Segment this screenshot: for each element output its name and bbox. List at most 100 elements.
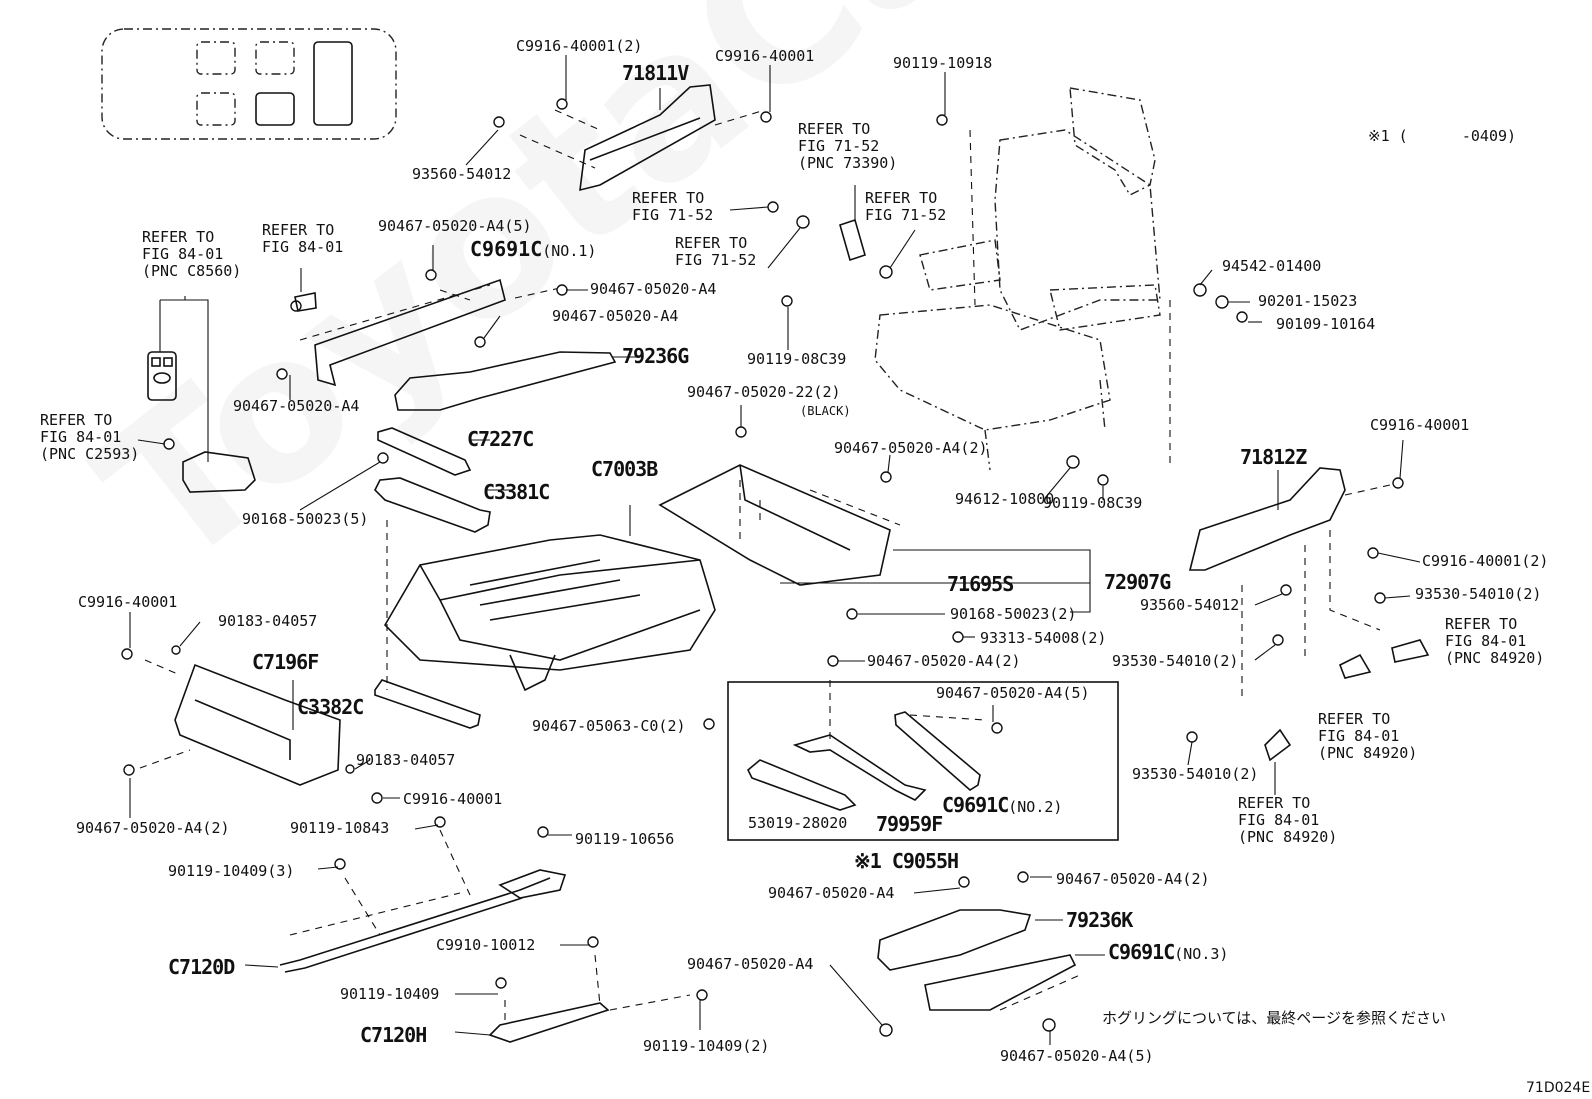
label-c9916-40001-left: C9916-40001 (78, 593, 178, 611)
label-c3381c: C3381C (483, 480, 550, 504)
label-refer-fig-71-52-a: REFER TO FIG 71-52 (632, 189, 714, 224)
label-90119-10843: 90119-10843 (290, 819, 390, 837)
label-90467-a4-bot1: 90467-05020-A4 (768, 884, 895, 902)
japanese-note: ホグリングについては、最終ページを参照ください (1102, 1009, 1446, 1027)
c9691c-no3-suffix: (NO.3) (1174, 945, 1229, 963)
c9691c-no2-suffix: (NO.2) (1008, 798, 1063, 816)
label-c7227c: C7227C (467, 427, 534, 451)
label-90119-10409-3: 90119-10409(3) (168, 862, 295, 880)
label-90183-04057-b: 90183-04057 (356, 751, 456, 769)
label-90467-a4-5-top: 90467-05020-A4(5) (378, 217, 532, 235)
c9055h-group-box (727, 681, 1119, 841)
label-79959f: 79959F (876, 812, 943, 836)
label-90119-10656: 90119-10656 (575, 830, 675, 848)
pad-c7227c (377, 427, 472, 476)
label-refer-fig-84-01-84920-b: REFER TO FIG 84-01 (PNC 84920) (1318, 710, 1418, 762)
label-90183-04057-a: 90183-04057 (218, 612, 318, 630)
label-c9691c-no1: C9691C(NO.1) (470, 239, 597, 260)
label-90467-05063-c0-2: 90467-05063-C0(2) (532, 717, 686, 735)
label-93560-54012-right: 93560-54012 (1140, 596, 1240, 614)
footnote-range: ※1 ( -0409) (1368, 127, 1517, 145)
label-90467-a4-2-bl: 90467-05020-A4(2) (76, 819, 230, 837)
cushion-pad-72907g (658, 464, 1091, 613)
cable-c7120d (279, 829, 567, 973)
side-cover-71812z (1188, 467, 1391, 700)
label-c9055h: ※1 C9055H (854, 849, 959, 873)
label-94612-10800: 94612-10800 (955, 490, 1055, 508)
label-93313-54008-2: 93313-54008(2) (980, 629, 1107, 647)
label-72907g: 72907G (1104, 570, 1171, 594)
label-refer-fig-71-52-pnc: REFER TO FIG 71-52 (PNC 73390) (798, 120, 898, 172)
label-90168-50023-5: 90168-50023(5) (242, 510, 369, 528)
label-90119-08c39-b: 90119-08C39 (1043, 494, 1143, 512)
label-90467-a4-2-box: 90467-05020-A4(2) (867, 652, 1021, 670)
label-79236k: 79236K (1066, 908, 1133, 932)
bracket-c9691c-no3 (924, 954, 1081, 1011)
label-c9916-40001-top: C9916-40001 (715, 47, 815, 65)
plate-c3382c (374, 520, 481, 729)
label-90201-15023: 90201-15023 (1258, 292, 1358, 310)
remote-fob (147, 296, 209, 462)
label-94542-01400: 94542-01400 (1222, 257, 1322, 275)
seat-frame-c7003b (383, 505, 716, 692)
label-c7120d: C7120D (168, 955, 235, 979)
label-90467-a4-5-bot: 90467-05020-A4(5) (1000, 1047, 1154, 1065)
label-90467-a4-5-box: 90467-05020-A4(5) (936, 684, 1090, 702)
front-cover-c7196f (139, 659, 341, 786)
label-refer-fig-84-01-c2593: REFER TO FIG 84-01 (PNC C2593) (40, 411, 140, 463)
label-refer-fig-71-52-c: REFER TO FIG 71-52 (865, 189, 947, 224)
label-c9916-40001-bottom: C9916-40001 (403, 790, 503, 808)
label-71812z: 71812Z (1240, 445, 1307, 469)
label-refer-fig-71-52-b: REFER TO FIG 71-52 (675, 234, 757, 269)
label-refer-fig-84-01-84920-a: REFER TO FIG 84-01 (PNC 84920) (1445, 615, 1545, 667)
label-90467-a4-2-bot: 90467-05020-A4(2) (1056, 870, 1210, 888)
label-90168-50023-2: 90168-50023(2) (950, 605, 1077, 623)
label-79236g: 79236G (622, 344, 689, 368)
label-90119-10409: 90119-10409 (340, 985, 440, 1003)
bracket-c9691c-no1 (299, 278, 561, 387)
label-93530-54010-2-a: 93530-54010(2) (1415, 585, 1542, 603)
label-90119-08c39-a: 90119-08C39 (747, 350, 847, 368)
fasteners (121, 98, 1430, 1037)
cable-c7120h (488, 954, 691, 1043)
label-93530-54010-2-c: 93530-54010(2) (1132, 765, 1259, 783)
seat-outline (874, 87, 1171, 471)
label-90119-10409-2: 90119-10409(2) (643, 1037, 770, 1055)
label-c7120h: C7120H (360, 1023, 427, 1047)
label-71695s: 71695S (947, 572, 1014, 596)
label-90467-a4-l: 90467-05020-A4 (233, 397, 360, 415)
label-90109-10164: 90109-10164 (1276, 315, 1376, 333)
bracket-c3381c (374, 477, 491, 533)
label-71811v: 71811V (622, 61, 689, 85)
label-c9916-40001-2-top: C9916-40001(2) (516, 37, 643, 55)
figure-code: 71D024E (1526, 1080, 1591, 1096)
label-90467-a4-r1: 90467-05020-A4 (590, 280, 717, 298)
label-c3382c: C3382C (297, 695, 364, 719)
control-module (182, 451, 256, 493)
c9691c-no3-code: C9691C (1108, 940, 1175, 964)
trim-79236g (394, 351, 617, 411)
label-refer-fig-84-01-c8560: REFER TO FIG 84-01 (PNC C8560) (142, 228, 242, 280)
label-90467-a4-r2: 90467-05020-A4 (552, 307, 679, 325)
window-switch-panel (101, 28, 397, 140)
label-c9916-40001-2-right: C9916-40001(2) (1422, 552, 1549, 570)
label-93560-54012-top: 93560-54012 (412, 165, 512, 183)
label-c7196f: C7196F (252, 650, 319, 674)
c9691c-no1-code: C9691C (470, 237, 543, 261)
label-black-note: (BLACK) (800, 404, 851, 418)
label-53019-28020: 53019-28020 (748, 814, 848, 832)
side-cover-71811v (519, 84, 766, 192)
label-90467-22-2: 90467-05020-22(2) (687, 383, 841, 401)
trim-79236k (877, 909, 1032, 971)
c9691c-no2-code: C9691C (942, 793, 1009, 817)
label-c9910-10012: C9910-10012 (436, 936, 536, 954)
label-c9916-40001-right: C9916-40001 (1370, 416, 1470, 434)
label-90467-a4-2-mid: 90467-05020-A4(2) (834, 439, 988, 457)
label-90119-10918: 90119-10918 (893, 54, 993, 72)
label-refer-fig-84-01-a: REFER TO FIG 84-01 (262, 221, 344, 256)
label-c7003b: C7003B (591, 457, 658, 481)
leader-lines (129, 55, 1421, 1045)
c9691c-no1-suffix: (NO.1) (542, 242, 597, 260)
box-parts (747, 680, 986, 811)
